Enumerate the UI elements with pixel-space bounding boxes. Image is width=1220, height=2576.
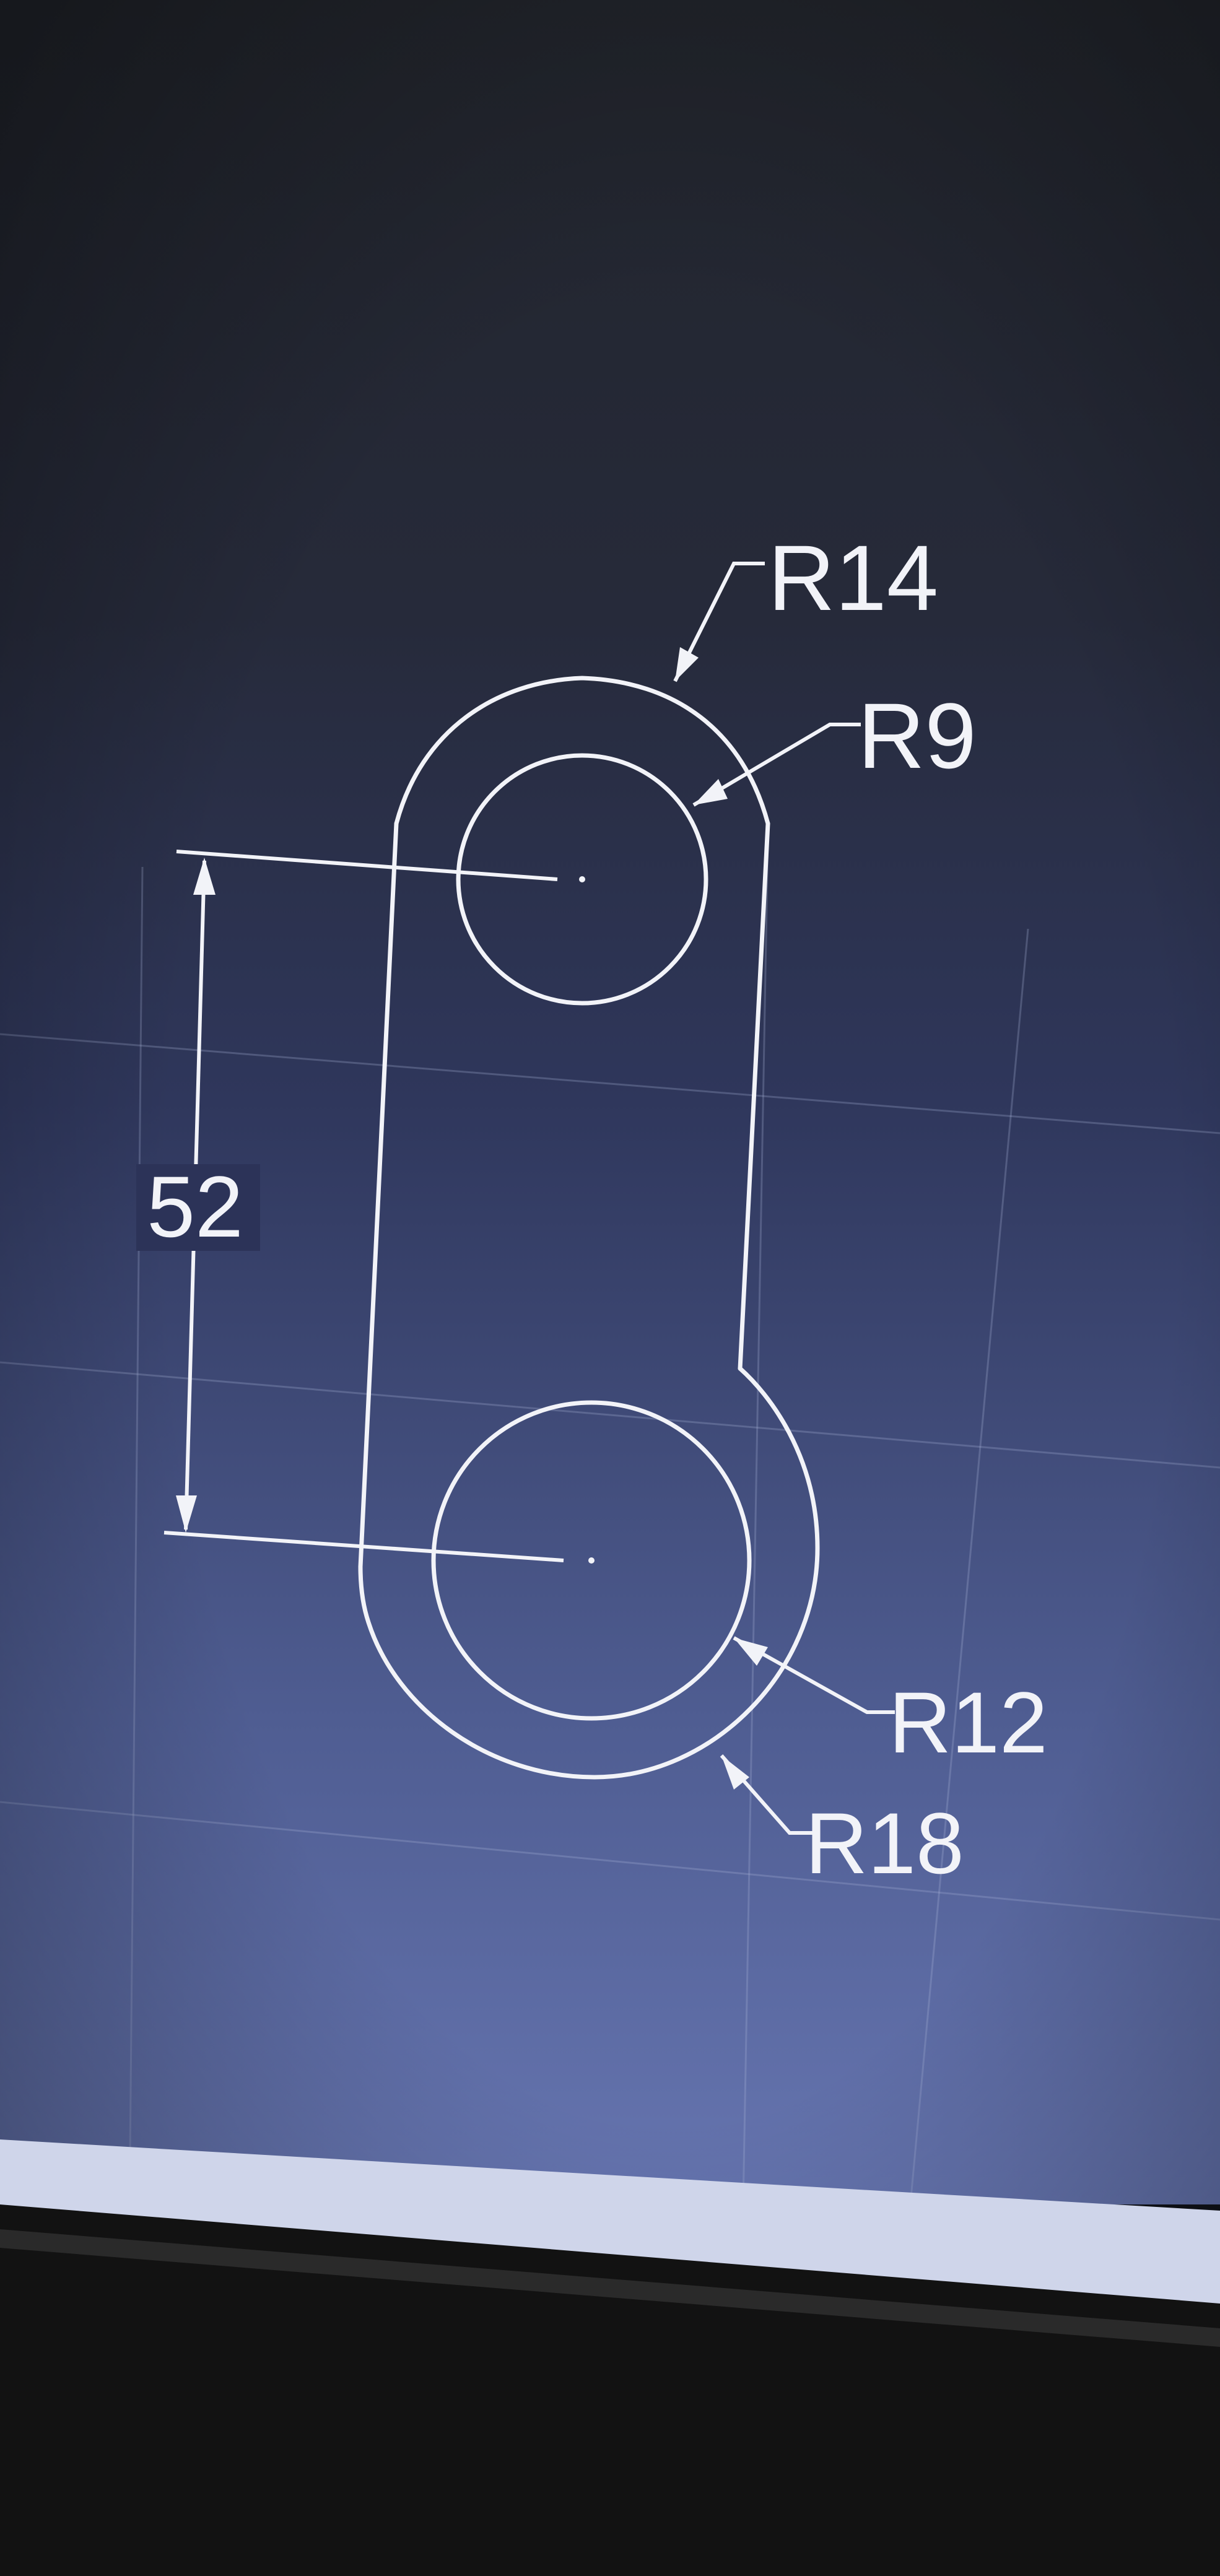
leader-arrow-r18	[721, 1756, 749, 1790]
dimension-arrow-bottom	[176, 1495, 197, 1533]
top-boss-arc	[394, 676, 770, 826]
right-side-line	[738, 821, 770, 1371]
leader-arrow-r9	[694, 779, 728, 805]
part-outline	[358, 676, 820, 1780]
label-r18: R18	[805, 1795, 964, 1892]
label-r12: R12	[889, 1674, 1048, 1771]
leader-r18: R18	[720, 1754, 964, 1892]
bottom-boss-arc	[358, 1366, 820, 1780]
label-r9: R9	[858, 684, 977, 788]
leader-line-r18	[720, 1754, 817, 1835]
screen-edge-strip	[0, 2139, 1220, 2319]
extension-lines	[163, 850, 564, 1562]
dimension-arrow-top	[193, 858, 216, 895]
monitor-bezel	[0, 2204, 1220, 2576]
leader-r14: R14	[673, 526, 938, 682]
top-center-point	[579, 876, 585, 882]
left-side-line	[358, 821, 399, 1569]
bottom-center-point	[588, 1557, 595, 1564]
dimension-52: 52	[136, 858, 260, 1533]
leader-line-r14	[673, 562, 765, 682]
leader-arrow-r12	[734, 1638, 768, 1666]
bezel-highlight	[0, 2229, 1220, 2347]
vignette	[0, 0, 1220, 2204]
leader-r12: R12	[733, 1636, 1048, 1771]
label-r14: R14	[768, 526, 938, 630]
dimension-label-52: 52	[147, 1158, 243, 1255]
bottom-hole-circle	[431, 1400, 752, 1721]
leader-r9: R9	[692, 684, 977, 807]
leader-arrow-r14	[675, 647, 699, 681]
leader-line-r9	[692, 723, 861, 807]
dimension-text-gap	[136, 1164, 260, 1251]
leader-line-r12	[733, 1636, 895, 1714]
top-hole-circle	[456, 753, 708, 1006]
